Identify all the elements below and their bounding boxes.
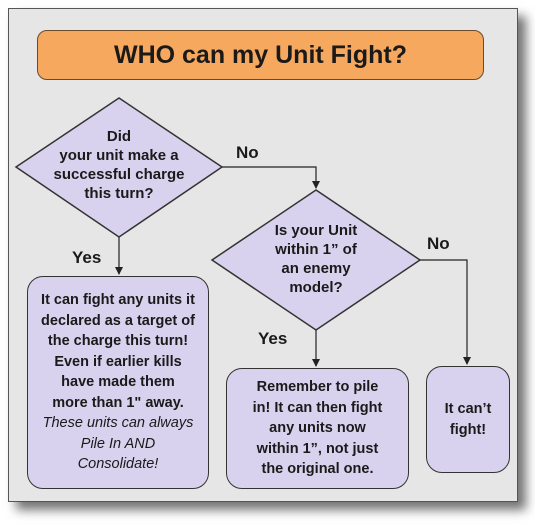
decision2-no-label: No [427, 234, 450, 253]
outcome-none-text: It can’t fight! [444, 401, 492, 438]
decision2-text: Is your Unit within 1” of an enemy model… [274, 222, 358, 296]
outcome-pile-in-text: Remember to pile in! It can then fight a… [252, 379, 383, 478]
outcome-none-box: It can’t fight! [426, 366, 510, 473]
decision2-yes-label: Yes [258, 329, 288, 348]
decision1-text: Did your unit make a successful charge t… [53, 128, 185, 202]
outcome-pile-in-box: Remember to pile in! It can then fight a… [226, 368, 409, 489]
decision1-no-label: No [236, 143, 259, 162]
decision1-yes-label: Yes [72, 248, 102, 267]
connector-d2-no [420, 259, 471, 365]
connector-d1-no [222, 166, 320, 189]
outcome-charge-box: It can fight any units it declared as a … [27, 276, 209, 489]
diagram-title: WHO can my Unit Fight? [113, 40, 408, 69]
title-box: WHO can my Unit Fight? [37, 30, 484, 80]
outcome-charge-text: It can fight any units it declared as a … [41, 292, 195, 473]
